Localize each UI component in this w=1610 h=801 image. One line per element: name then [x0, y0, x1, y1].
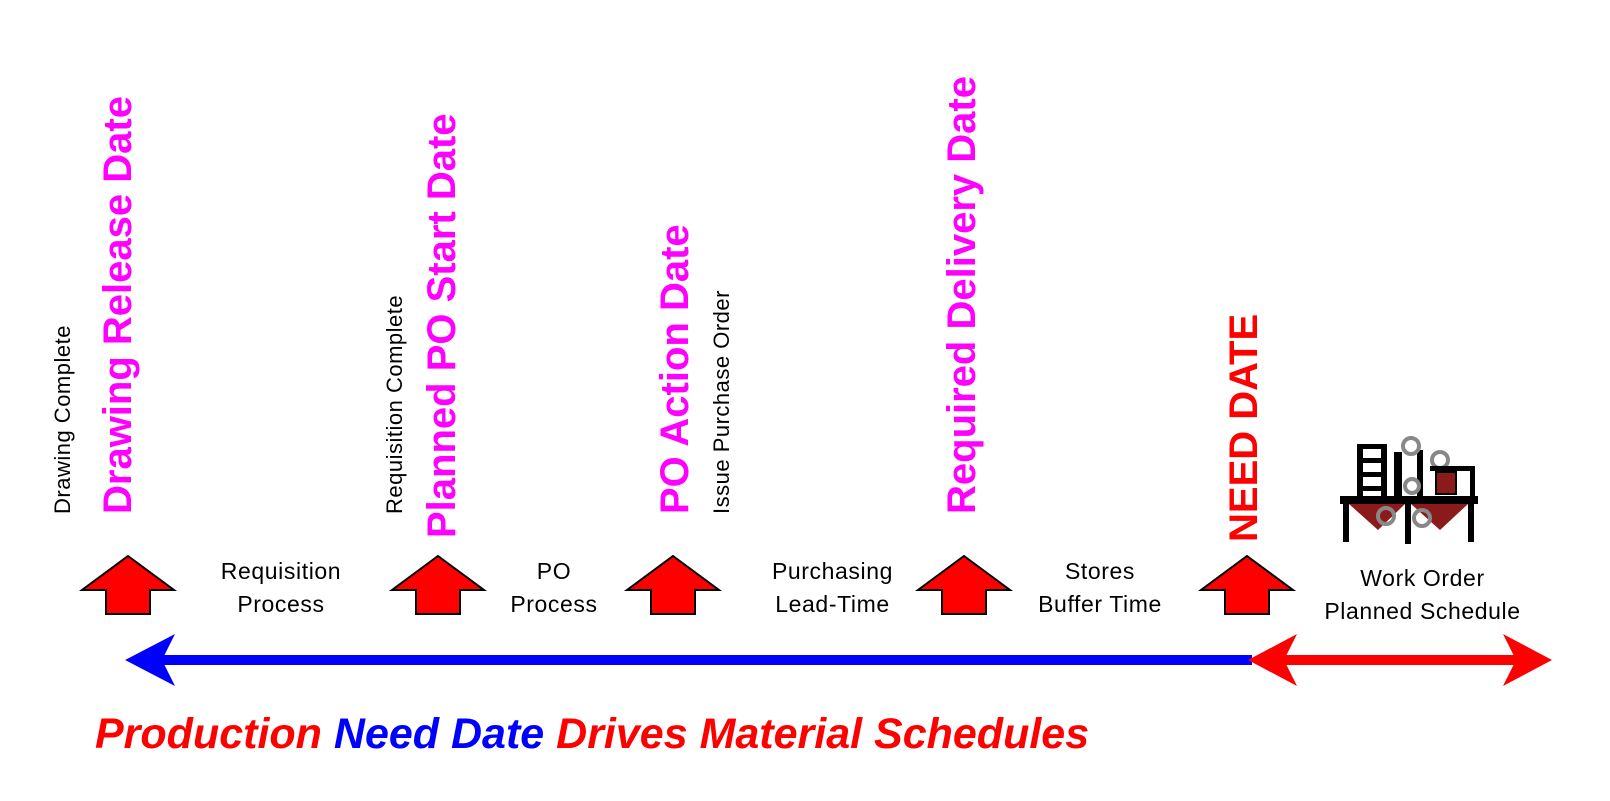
- up-arrow-icon: [1197, 554, 1297, 615]
- slogan-drives: Drives Material Schedules: [556, 710, 1090, 758]
- milestone-2-big-label: Planned PO Start Date: [420, 113, 464, 538]
- interval-5-line2: Planned Schedule: [1324, 598, 1521, 624]
- up-arrow-icon: [623, 554, 723, 615]
- interval-3-line1: Purchasing: [771, 558, 894, 584]
- interval-2-label: PO Process: [489, 555, 619, 621]
- milestone-1-big-label: Drawing Release Date: [96, 96, 140, 514]
- up-arrow-icon: [914, 554, 1014, 615]
- milestone-3-big-label: PO Action Date: [653, 224, 697, 514]
- up-arrow-icon: [388, 554, 488, 615]
- milestone-4-big-label: Required Delivery Date: [940, 76, 984, 514]
- slogan-production: Production: [95, 710, 322, 758]
- interval-3-line2: Lead-Time: [775, 591, 890, 617]
- milestone-3-small-label: Issue Purchase Order: [709, 290, 734, 514]
- slogan-need-date: Need Date: [333, 710, 545, 758]
- machine-icon: [1340, 436, 1478, 544]
- interval-2-line1: PO: [536, 558, 572, 584]
- need-date-label: NEED DATE: [1222, 313, 1266, 542]
- milestone-2-small-label: Requisition Complete: [382, 294, 407, 514]
- interval-5-label: Work Order Planned Schedule: [1300, 562, 1545, 628]
- interval-4-label: Stores Buffer Time: [1015, 555, 1185, 621]
- interval-4-line1: Stores: [1064, 558, 1136, 584]
- interval-5-line1: Work Order: [1360, 565, 1485, 591]
- interval-1-label: Requisition Process: [196, 555, 366, 621]
- interval-1-line2: Process: [237, 591, 325, 617]
- blue-timeline-arrow: [125, 634, 1252, 686]
- interval-2-line2: Process: [510, 591, 598, 617]
- interval-3-label: Purchasing Lead-Time: [745, 555, 920, 621]
- interval-1-line1: Requisition: [220, 558, 342, 584]
- interval-4-line2: Buffer Time: [1038, 591, 1162, 617]
- up-arrow-icon: [78, 554, 178, 615]
- slogan: Production Need Date Drives Material Sch…: [95, 710, 1089, 759]
- milestone-1-small-label: Drawing Complete: [50, 325, 75, 514]
- red-schedule-arrow: [1248, 634, 1552, 686]
